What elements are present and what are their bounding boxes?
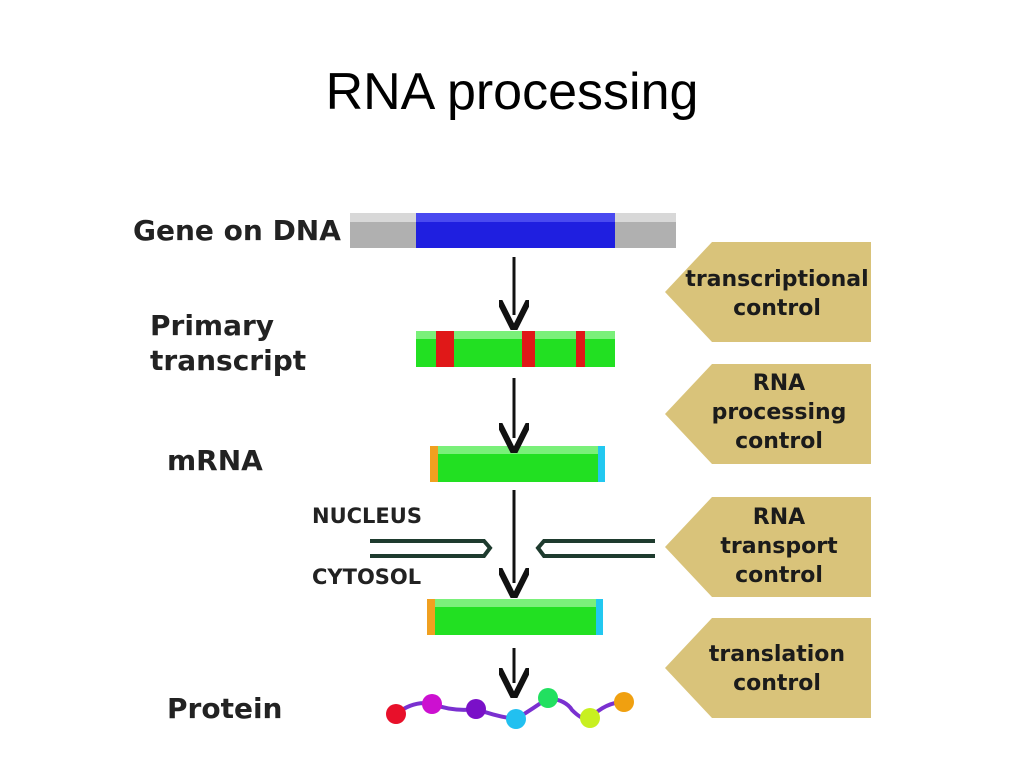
intron-3 xyxy=(576,331,585,367)
amino-acid-bead xyxy=(386,704,406,724)
nucleus-label: NUCLEUS xyxy=(312,504,422,528)
amino-acid-bead xyxy=(466,699,486,719)
primary-transcript-bar xyxy=(416,331,615,367)
mrna-label: mRNA xyxy=(167,444,263,477)
amino-acid-bead xyxy=(538,688,558,708)
mrna-bar-cytosol xyxy=(427,599,603,635)
cytosol-label: CYTOSOL xyxy=(312,565,421,589)
control-text-line: transport xyxy=(720,534,838,559)
control-text-line: control xyxy=(735,563,823,588)
control-text-line: RNA xyxy=(753,371,805,396)
protein-label: Protein xyxy=(167,692,282,725)
intron-2 xyxy=(522,331,535,367)
control-text-line: transcriptional xyxy=(685,267,868,292)
protein-chain xyxy=(386,688,634,729)
five-prime-cap xyxy=(427,599,435,635)
transcriptional-control-tag: transcriptional control xyxy=(665,242,871,342)
amino-acid-bead xyxy=(614,692,634,712)
translation-control-tag: translation control xyxy=(665,618,871,718)
intron-1 xyxy=(436,331,454,367)
control-text-line: control xyxy=(733,671,821,696)
control-text-line: control xyxy=(735,429,823,454)
amino-acid-bead xyxy=(422,694,442,714)
rna-transport-control-tag: RNA transport control xyxy=(665,497,871,597)
amino-acid-bead xyxy=(506,709,526,729)
poly-a-tail xyxy=(596,599,603,635)
five-prime-cap xyxy=(430,446,438,482)
control-text-line: control xyxy=(733,296,821,321)
nuclear-membrane-left xyxy=(370,539,493,558)
page-title: RNA processing xyxy=(325,63,699,121)
amino-acid-bead xyxy=(580,708,600,728)
control-text-line: processing xyxy=(712,400,847,425)
primary-transcript-label-line2: transcript xyxy=(150,344,306,377)
rna-processing-control-tag: RNA processing control xyxy=(665,364,871,464)
control-text-line: translation xyxy=(709,642,845,667)
control-text-line: RNA xyxy=(753,505,805,530)
gene-on-dna-label: Gene on DNA xyxy=(133,214,341,247)
primary-transcript-label-line1: Primary xyxy=(150,309,274,342)
nuclear-membrane-right xyxy=(535,539,655,558)
poly-a-tail xyxy=(598,446,605,482)
dna-gene-bar xyxy=(350,213,676,248)
mrna-bar-nucleus xyxy=(430,446,605,482)
